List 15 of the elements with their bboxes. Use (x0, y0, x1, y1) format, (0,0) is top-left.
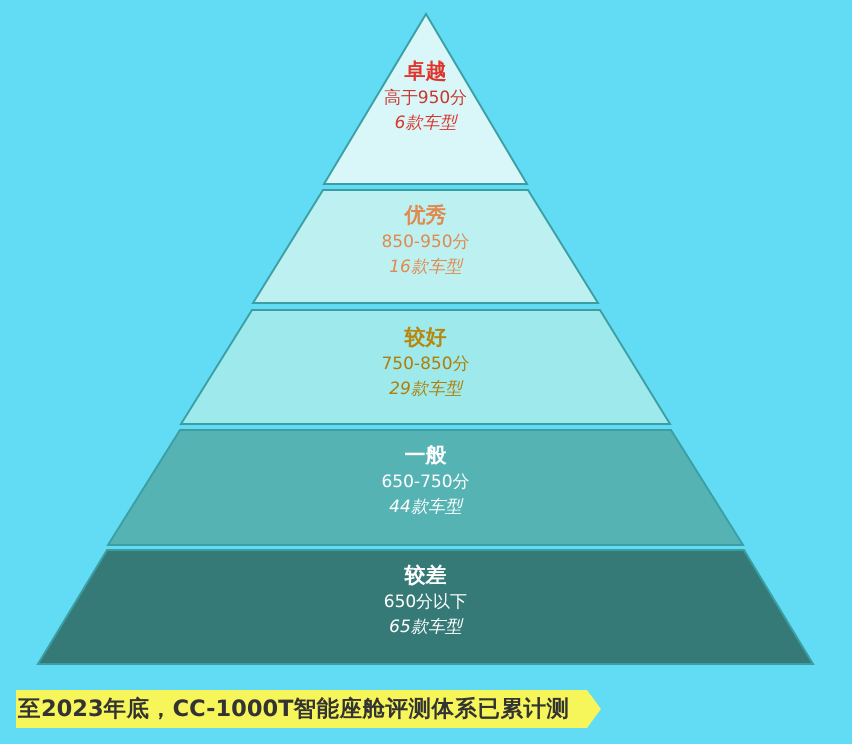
model-count: 29款车型 (389, 378, 462, 402)
model-count: 65款车型 (389, 616, 462, 640)
score-range: 850-950分 (381, 231, 470, 254)
tier-title: 较差 (404, 562, 446, 589)
score-range: 650-750分 (381, 471, 470, 494)
tier-title: 较好 (404, 324, 446, 351)
score-range: 高于950分 (384, 87, 468, 110)
score-range: 750-850分 (381, 353, 470, 376)
score-range: 650分以下 (384, 591, 468, 614)
model-count: 16款车型 (389, 256, 462, 280)
model-count: 6款车型 (394, 112, 456, 136)
tier-title: 一般 (404, 442, 446, 469)
tier-title: 卓越 (404, 58, 446, 85)
model-count: 44款车型 (389, 496, 462, 520)
tier-title: 优秀 (404, 202, 446, 229)
